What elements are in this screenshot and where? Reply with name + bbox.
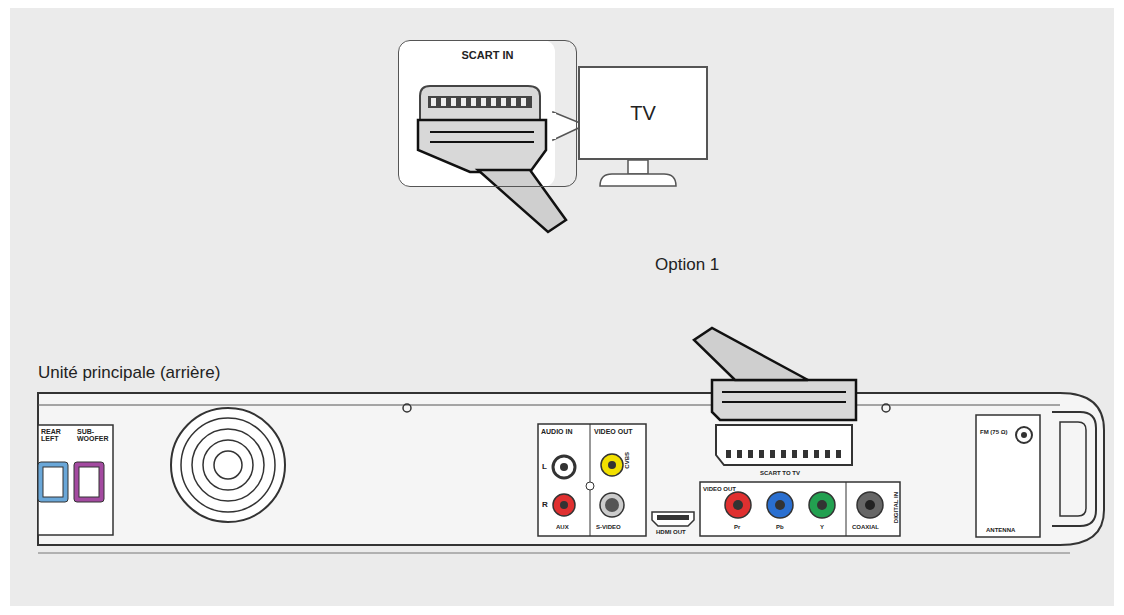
- hdmi-port: [652, 512, 694, 526]
- port-label: HDMI OUT: [656, 529, 686, 535]
- port-label: FM (75 Ω): [980, 429, 1007, 435]
- port-label: AUDIO IN: [541, 428, 573, 435]
- port-label: R: [542, 501, 548, 509]
- tv-screen: TV: [578, 66, 708, 160]
- port-label: DIGITAL IN: [893, 492, 899, 523]
- scart-plug: [694, 328, 856, 420]
- scart-port: [716, 425, 852, 465]
- main-unit: Unité principale (arrière): [38, 393, 1104, 545]
- port-label: VIDEO OUT: [594, 428, 633, 435]
- port-label: L: [542, 463, 547, 471]
- node-label: TV: [580, 102, 706, 125]
- callout-box: SCART IN: [398, 40, 577, 187]
- edge-label: Option 1: [655, 256, 719, 273]
- panel-housing: [38, 393, 1104, 553]
- av-jacks: [538, 424, 646, 536]
- cooling-fan: [171, 408, 285, 522]
- antenna-socket: [976, 415, 1040, 537]
- port-label: ANTENNA: [986, 527, 1015, 533]
- port-label: REAR LEFT: [41, 428, 71, 442]
- port-label: Pb: [776, 524, 784, 530]
- port-label: AUX: [556, 524, 569, 530]
- port-label: VIDEO OUT: [703, 486, 736, 492]
- callout-bubble: [398, 40, 585, 187]
- port-label: S-VIDEO: [596, 524, 621, 530]
- port-label: COAXIAL: [852, 524, 879, 530]
- background: [10, 8, 1114, 606]
- speaker-terminals: [38, 425, 113, 535]
- unit-heading: Unité principale (arrière): [38, 363, 220, 383]
- port-label: Pr: [734, 524, 740, 530]
- port-label: Y: [820, 524, 824, 530]
- scart-plug: [418, 120, 566, 232]
- tv-stand: [600, 160, 676, 186]
- port-label: CVBS: [624, 452, 630, 469]
- port-label: SCART TO TV: [760, 470, 800, 476]
- component-jacks: [700, 482, 900, 536]
- node-label: SCART IN: [399, 49, 576, 61]
- handle: [1052, 412, 1096, 526]
- port-label: SUB-WOOFER: [77, 428, 107, 442]
